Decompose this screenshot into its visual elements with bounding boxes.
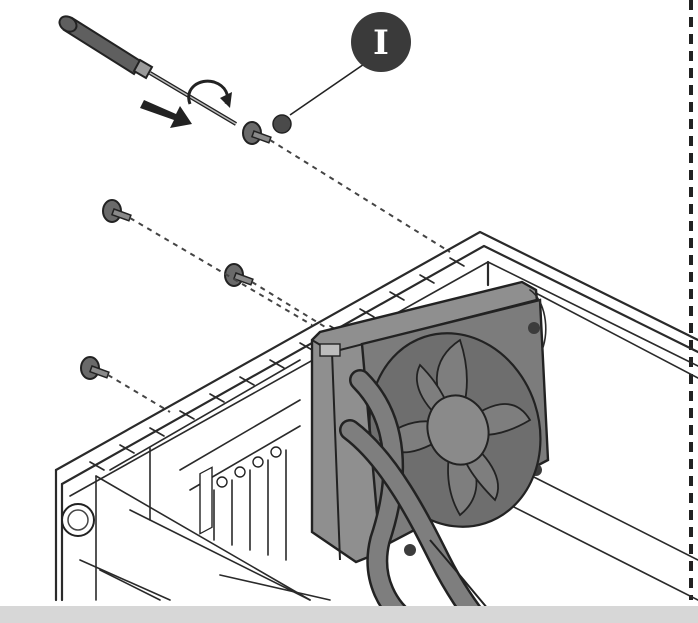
screw bbox=[102, 199, 132, 223]
pc-case bbox=[54, 230, 698, 602]
screw bbox=[272, 114, 292, 134]
step-badge-label: I bbox=[373, 23, 389, 63]
push-arrow-icon bbox=[140, 100, 192, 128]
case-vent-slots bbox=[89, 257, 465, 471]
screw bbox=[224, 263, 254, 287]
expansion-slots bbox=[179, 399, 301, 561]
fan-hub bbox=[426, 394, 490, 466]
step-badge bbox=[351, 12, 411, 72]
bottom-edge-strip bbox=[0, 606, 698, 623]
screw bbox=[80, 356, 110, 380]
coolant-tubes bbox=[339, 369, 501, 623]
screwdriver-icon bbox=[58, 15, 238, 126]
screw bbox=[242, 121, 272, 145]
rotate-arrow-icon bbox=[187, 79, 232, 108]
alignment-guides bbox=[107, 139, 451, 413]
radiator-fan-assembly bbox=[310, 280, 550, 564]
step-marker: I bbox=[289, 12, 411, 116]
